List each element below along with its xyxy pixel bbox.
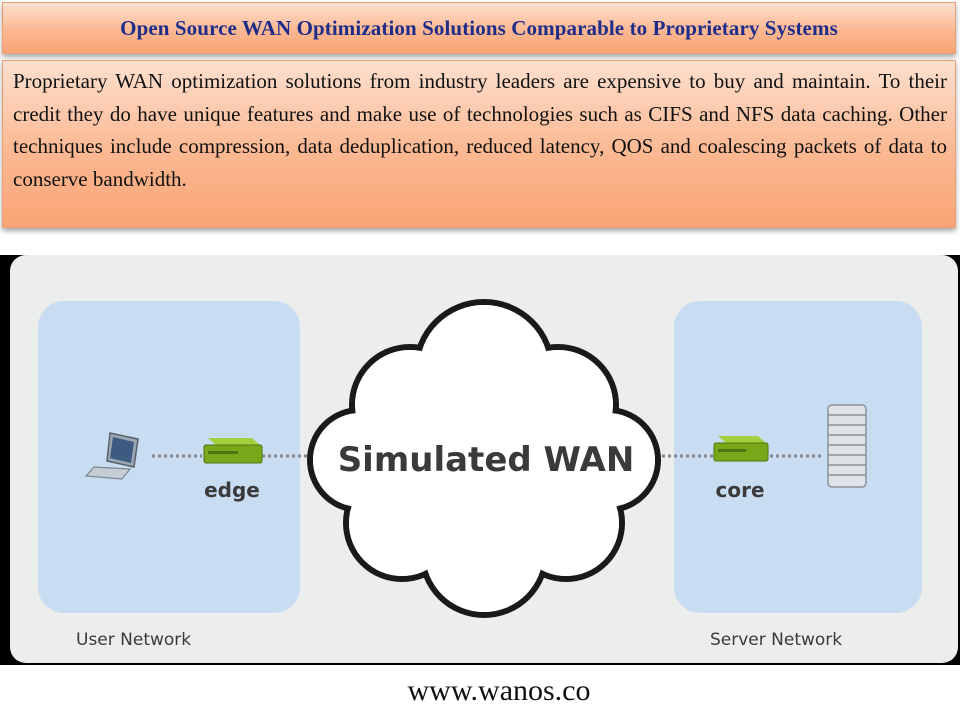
- core-device-label: core: [715, 478, 764, 502]
- diagram-panel: Simulated WAN edge core User Network Ser…: [10, 255, 958, 663]
- laptop-icon: [84, 432, 139, 480]
- server-network-zone: [674, 301, 922, 613]
- cloud-label: Simulated WAN: [338, 440, 635, 480]
- slide-title-bar: Open Source WAN Optimization Solutions C…: [2, 2, 956, 54]
- description-text: Proprietary WAN optimization solutions f…: [13, 69, 947, 191]
- core-appliance-icon: [713, 436, 769, 462]
- server-icon: [827, 404, 867, 488]
- edge-appliance-icon: [203, 438, 263, 464]
- user-network-label: User Network: [76, 630, 191, 650]
- user-network-zone: [38, 301, 300, 613]
- edge-device-label: edge: [204, 478, 260, 502]
- slide-title: Open Source WAN Optimization Solutions C…: [120, 15, 838, 40]
- footer: www.wanos.co: [0, 674, 960, 708]
- description-box: Proprietary WAN optimization solutions f…: [2, 60, 956, 228]
- footer-url[interactable]: www.wanos.co: [407, 674, 591, 707]
- network-diagram: Simulated WAN edge core User Network Ser…: [0, 255, 960, 665]
- server-network-label: Server Network: [710, 630, 842, 650]
